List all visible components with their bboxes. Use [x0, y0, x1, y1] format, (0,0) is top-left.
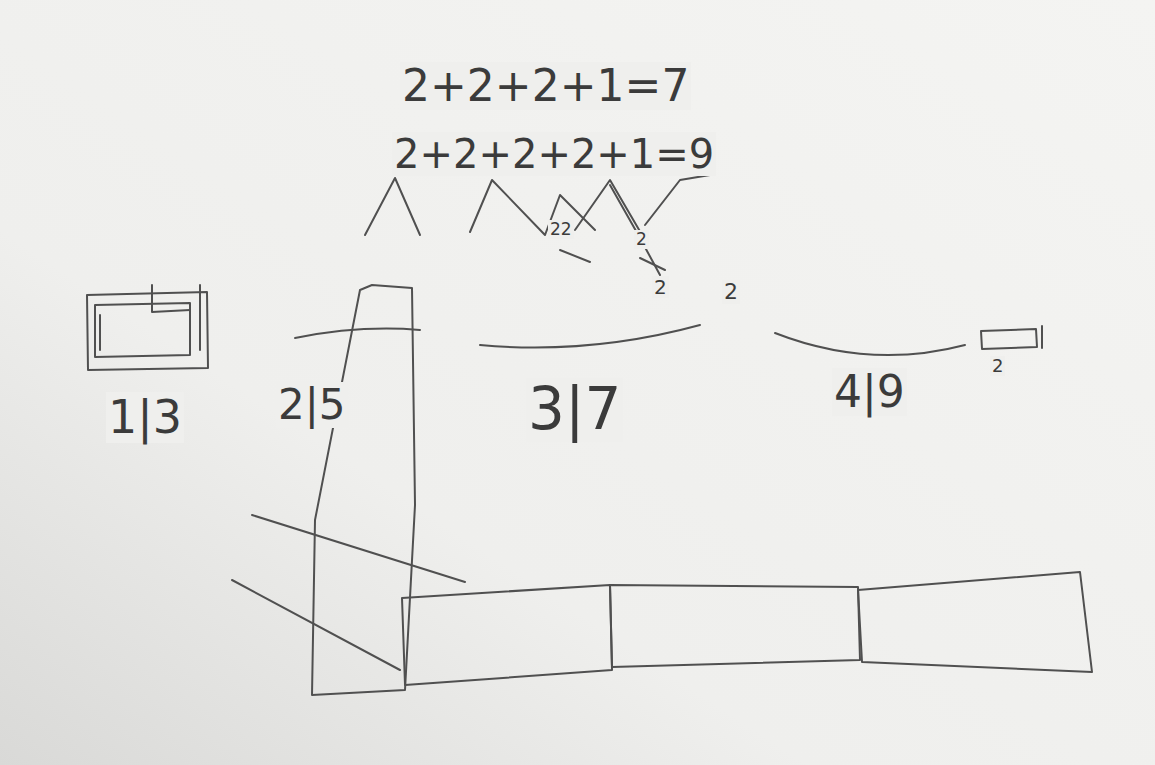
small-block: [87, 292, 208, 370]
pencil-mark: [640, 258, 665, 270]
horizontal-board: [610, 585, 860, 667]
equation: 2+2+2+2+1=9: [392, 132, 716, 176]
ratio-label: 2|5: [276, 382, 348, 428]
small-number: 2: [990, 356, 1005, 376]
small-bar: [981, 329, 1037, 349]
pencil-line: [232, 580, 400, 670]
span-arc: [480, 325, 700, 348]
ratio-label: 4|9: [832, 368, 907, 416]
small-number: 2: [634, 230, 649, 249]
small-number: 2: [722, 280, 740, 304]
horizontal-board: [858, 572, 1092, 672]
vertical-board: [312, 285, 415, 695]
small-bar: [1041, 326, 1043, 348]
small-block-inner: [152, 285, 190, 312]
small-number: 22: [548, 220, 574, 239]
pencil-line: [252, 515, 465, 582]
pencil-mark: [610, 185, 660, 275]
ratio-label: 3|7: [526, 378, 623, 442]
pencil-mark: [645, 175, 710, 225]
small-block-inner: [199, 285, 201, 350]
equation: 2+2+2+1=7: [400, 62, 691, 110]
span-arc: [295, 329, 420, 338]
small-number: 2: [652, 276, 669, 298]
pencil-mark: [365, 178, 420, 235]
span-arc: [775, 333, 965, 355]
horizontal-board: [402, 585, 612, 685]
pencil-mark: [560, 250, 590, 262]
ratio-label: 1|3: [106, 392, 184, 443]
small-block-inner: [99, 315, 101, 350]
